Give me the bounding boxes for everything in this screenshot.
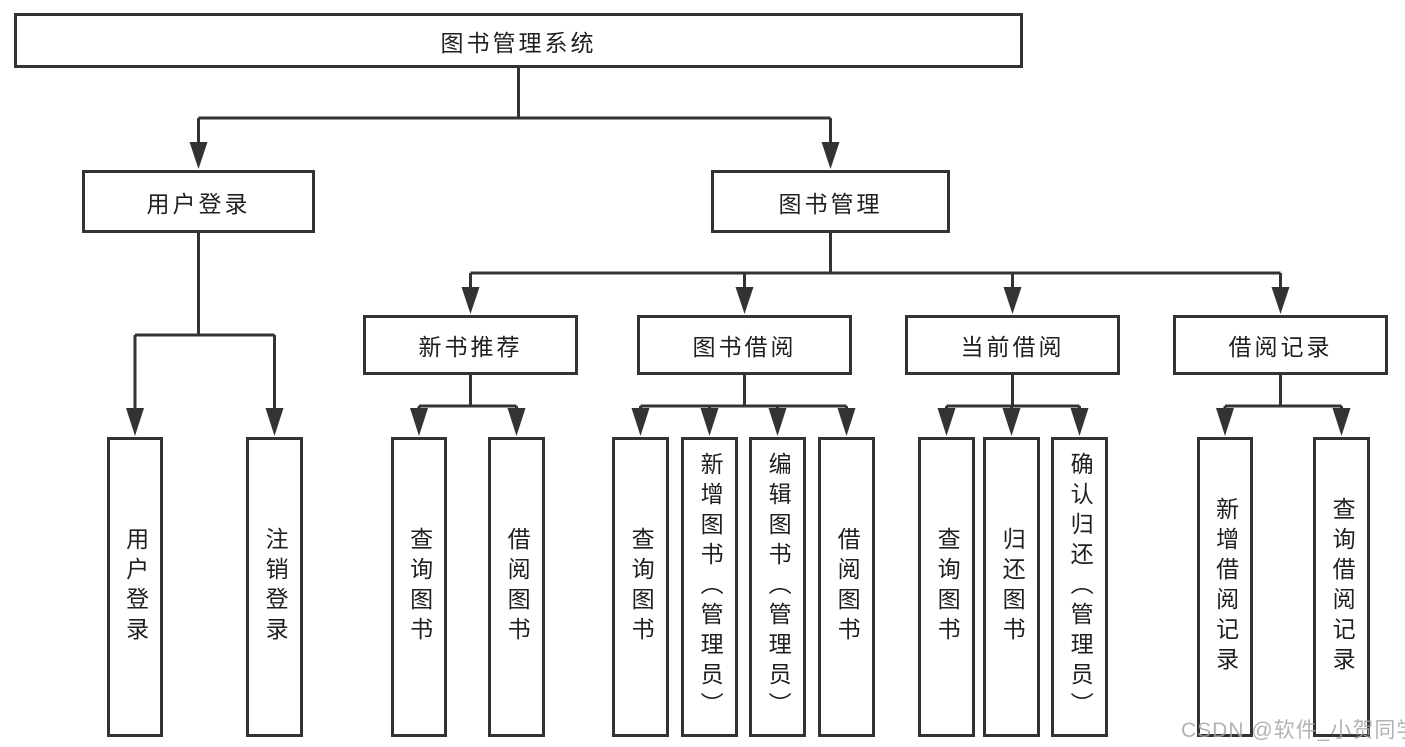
arrow-down-icon bbox=[410, 408, 428, 436]
node-new-book-recommendation: 新书推荐 bbox=[363, 315, 578, 375]
node-user-login-module: 用户登录 bbox=[82, 170, 315, 233]
arrow-down-icon bbox=[265, 408, 284, 436]
arrow-down-icon bbox=[126, 408, 144, 436]
node-label: 查询图书 bbox=[628, 527, 655, 647]
arrow-down-icon bbox=[1332, 408, 1351, 436]
node-query-books-recommend: 查询图书 bbox=[391, 437, 447, 737]
node-label: 新增图书（管理员） bbox=[697, 452, 724, 722]
node-borrowing-records: 借阅记录 bbox=[1173, 315, 1388, 375]
arrow-down-icon bbox=[1003, 287, 1022, 314]
node-label: 查询图书 bbox=[406, 527, 433, 647]
arrow-down-icon bbox=[700, 408, 719, 436]
node-confirm-return-admin: 确认归还（管理员） bbox=[1051, 437, 1108, 737]
node-logout: 注销登录 bbox=[246, 437, 303, 737]
csdn-watermark: CSDN @软件_小贺同学 bbox=[1181, 719, 1405, 742]
arrow-down-icon bbox=[1002, 408, 1021, 436]
node-label: 查询借阅记录 bbox=[1329, 497, 1356, 677]
arrow-down-icon bbox=[461, 287, 480, 314]
node-label: 借阅图书 bbox=[504, 527, 531, 647]
node-user-login: 用户登录 bbox=[107, 437, 163, 737]
node-query-borrow-record: 查询借阅记录 bbox=[1313, 437, 1370, 737]
node-book-management-module: 图书管理 bbox=[711, 170, 950, 233]
node-add-books-admin: 新增图书（管理员） bbox=[681, 437, 738, 737]
arrow-down-icon bbox=[631, 408, 650, 436]
node-label: 新增借阅记录 bbox=[1212, 497, 1239, 677]
arrow-down-icon bbox=[507, 408, 526, 436]
node-current-borrowing: 当前借阅 bbox=[905, 315, 1120, 375]
connector-book-management-branch bbox=[469, 233, 1282, 289]
arrow-down-icon bbox=[821, 142, 840, 169]
arrow-down-icon bbox=[937, 408, 956, 436]
node-label: 确认归还（管理员） bbox=[1067, 452, 1094, 722]
node-query-books-borrow: 查询图书 bbox=[612, 437, 669, 737]
node-label: 借阅图书 bbox=[834, 527, 861, 647]
node-query-books-current: 查询图书 bbox=[918, 437, 975, 737]
node-add-borrow-record: 新增借阅记录 bbox=[1197, 437, 1253, 737]
node-book-borrowing: 图书借阅 bbox=[637, 315, 852, 375]
node-label: 注销登录 bbox=[262, 527, 289, 647]
connector-borrowing-records bbox=[1223, 375, 1343, 411]
arrow-down-icon bbox=[837, 408, 856, 436]
arrow-down-icon bbox=[768, 408, 787, 436]
node-return-books: 归还图书 bbox=[983, 437, 1040, 737]
connector-user-login-branch bbox=[133, 233, 276, 410]
node-library-management-system: 图书管理系统 bbox=[14, 13, 1023, 68]
node-label: 查询图书 bbox=[934, 527, 961, 647]
arrow-down-icon bbox=[1216, 408, 1234, 436]
arrow-down-icons bbox=[126, 142, 1351, 436]
node-label: 用户登录 bbox=[122, 527, 149, 647]
connector-book-borrowing bbox=[639, 375, 848, 411]
node-label: 编辑图书（管理员） bbox=[765, 452, 792, 722]
node-borrow-books-recommend: 借阅图书 bbox=[488, 437, 545, 737]
arrow-down-icon bbox=[735, 287, 754, 314]
node-label: 归还图书 bbox=[999, 527, 1026, 647]
node-borrow-books: 借阅图书 bbox=[818, 437, 875, 737]
arrow-down-icon bbox=[1070, 408, 1089, 436]
connector-new-book-recommendation bbox=[417, 375, 518, 411]
connector-root bbox=[197, 68, 832, 144]
node-edit-books-admin: 编辑图书（管理员） bbox=[749, 437, 806, 737]
arrow-down-icon bbox=[1271, 287, 1290, 314]
connector-current-borrowing bbox=[945, 375, 1081, 411]
arrow-down-icon bbox=[189, 142, 208, 169]
